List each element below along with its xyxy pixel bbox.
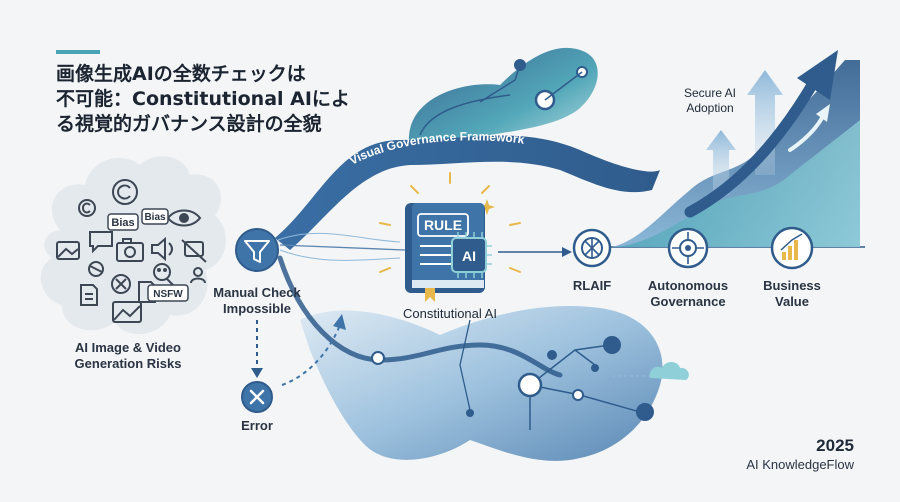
secure-adoption-label: Secure AI Adoption [660,86,760,116]
book-rays [379,172,521,273]
risk-label-line: AI Image & Video [75,340,181,355]
network-node [547,350,557,360]
target-icon [667,227,709,269]
framework-ribbon [275,135,660,250]
chat-icon [89,231,113,254]
network-node [572,389,584,401]
book-rule-label: RULE [424,217,462,233]
network-node [517,372,543,398]
copyright-icon [78,199,96,217]
no-camera-icon [181,239,207,263]
ball-icon [88,261,104,277]
risk-label-line: Generation Risks [74,356,182,371]
brand-name: AI KnowledgeFlow [746,457,854,472]
network-node [603,336,621,354]
filter-label-line: Manual Check [213,285,301,300]
chip-label: AI [462,248,476,264]
copyright-icon [112,179,138,205]
nsfw-badge-label: NSFW [153,289,183,300]
stage-label-line: Value [775,294,809,309]
network-node [591,364,599,372]
business-value-label: Business Value [752,278,832,310]
constitutional-ai-label: Constitutional AI [403,306,497,321]
sparkle-icon [479,199,495,215]
arrow-up-icon [706,70,783,195]
filter-label-line: Impossible [223,301,291,316]
funnel-icon[interactable] [235,228,279,272]
bar-chart-icon [770,226,814,270]
rlaif-label: RLAIF [572,278,612,293]
stage-label-line: Governance [650,294,726,309]
bias-badge-label: Bias [144,212,166,223]
stage-label-line: Autonomous [647,278,729,293]
camera-icon [116,238,144,262]
close-icon [111,274,131,294]
error-label: Error [241,418,273,433]
title-line: 画像生成AIの全数チェックは [56,63,306,85]
secure-label-line: Adoption [686,101,734,115]
document-icon [80,284,98,306]
flow-wave [277,255,563,378]
secure-label-line: Secure AI [683,86,737,100]
risk-cloud-label: AI Image & Video Generation Risks [48,340,208,372]
arrow-right-icon [562,247,572,257]
title-accent-bar [56,50,100,54]
network-node [514,59,526,71]
rlaif-node [572,228,612,268]
network-node [371,351,385,365]
brand-year: 2025 [816,436,854,455]
image-icon [112,301,142,323]
eye-icon [166,209,202,227]
title-line: る視覚的ガバナンス設計の全貌 [56,113,322,135]
stage-label-line: Business [763,278,821,293]
network-node [466,409,474,417]
bias-badge-label: Bias [111,217,134,229]
top-blob [408,47,598,150]
title-line: 不可能：Constitutional AIによ [56,88,350,110]
filter-label: Manual Check Impossible [197,285,317,317]
page-title: 画像生成AIの全数チェックは 不可能：Constitutional AIによ る… [56,62,356,137]
nsfw-badge [147,284,189,302]
cloud-icon [649,362,689,380]
image-icon [56,241,80,260]
bias-badge [141,208,169,225]
error-x-icon [241,381,273,413]
bottom-blob [300,306,663,461]
user-icon [190,267,206,284]
autonomous-governance-label: Autonomous Governance [632,278,744,310]
network-node [636,403,654,421]
speaker-icon [151,236,173,262]
growth-arrow [684,74,821,218]
chip-icon [451,232,492,278]
bias-badge [107,213,139,231]
